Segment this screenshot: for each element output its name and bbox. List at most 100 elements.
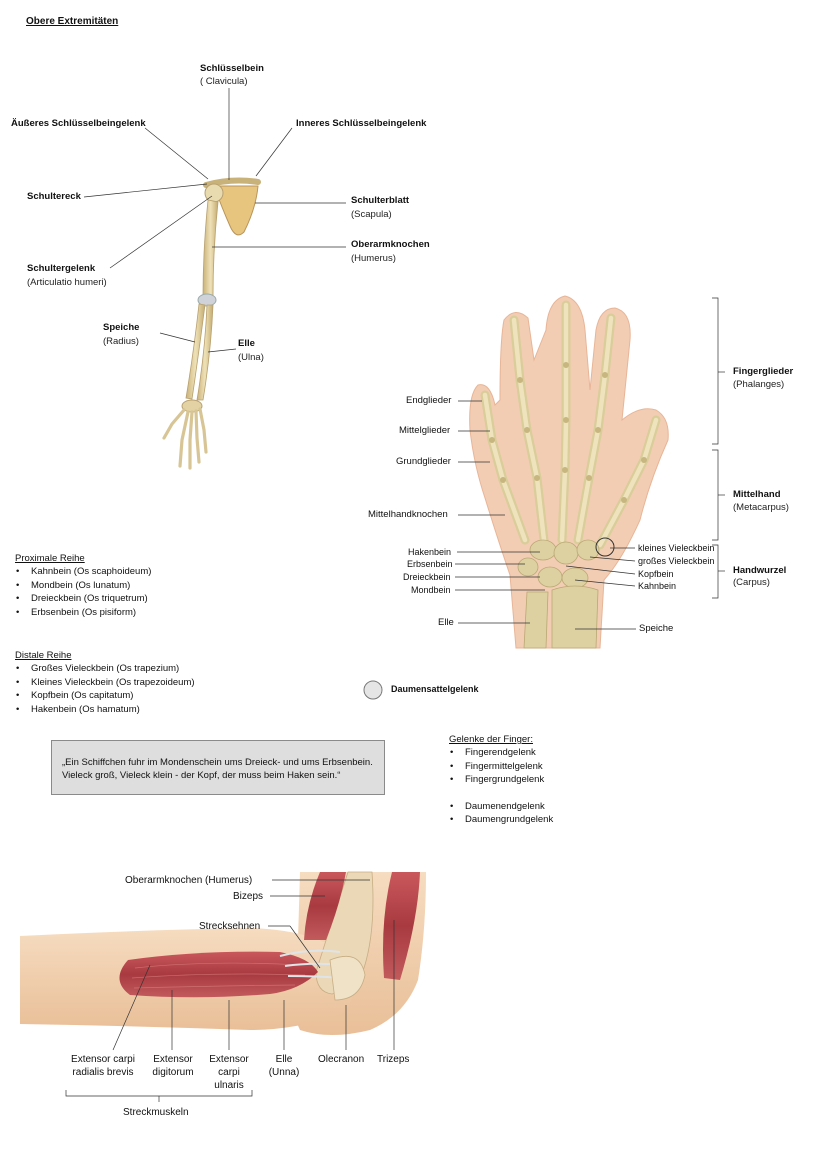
distal-list: Großes Vieleckbein (Os trapezium) Kleine…: [15, 662, 195, 717]
label-olecranon: Olecranon: [318, 1054, 365, 1065]
distal-heading: Distale Reihe: [15, 650, 72, 661]
proximal-heading: Proximale Reihe: [15, 553, 85, 564]
list-item: Daumenendgelenk: [450, 800, 553, 814]
label-dreieckbein: Dreieckbein: [403, 572, 451, 582]
label-arm-elle: Elle (Unna): [264, 1053, 304, 1079]
list-item: Kopfbein (Os capitatum): [16, 689, 195, 703]
label-kopfbein: Kopfbein: [638, 569, 674, 579]
label-grosses-vieleckbein: großes Vieleckbein: [638, 556, 715, 566]
hand-illustration: [469, 295, 669, 649]
finger-joints-heading: Gelenke der Finger:: [449, 734, 533, 745]
mnemonic-line-2: Vieleck groß, Vieleck klein - der Kopf, …: [62, 770, 341, 781]
label-kleines-vieleckbein: kleines Vieleckbein: [638, 543, 715, 553]
label-mittelglieder: Mittelglieder: [399, 425, 451, 436]
label-metacarpus: Mittelhand: [733, 489, 781, 500]
label-erbsenbein: Erbsenbein: [407, 559, 453, 569]
proximal-section: Proximale Reihe Kahnbein (Os scaphoideum…: [15, 552, 151, 619]
label-radius: Speiche: [103, 322, 140, 333]
label-hand-elle: Elle: [438, 617, 454, 628]
list-item: Fingergrundgelenk: [450, 773, 553, 787]
finger-joints-list: Fingerendgelenk Fingermittelgelenk Finge…: [449, 746, 553, 787]
label-ed: Extensor digitorum: [145, 1053, 201, 1079]
thumb-joints-list: Daumenendgelenk Daumengrundgelenk: [449, 800, 553, 827]
carpal-bones: [517, 539, 600, 589]
label-arm-humerus: Oberarmknochen (Humerus): [125, 875, 253, 886]
label-strecksehnen: Strecksehnen: [199, 921, 261, 932]
label-phalanges: Fingerglieder: [733, 366, 794, 377]
label-streckmuskeln: Streckmuskeln: [123, 1107, 189, 1118]
label-hand-speiche: Speiche: [639, 623, 674, 634]
label-inner-joint: Inneres Schlüsselbeingelenk: [296, 118, 427, 129]
humerus-bone: [202, 199, 219, 297]
finger-joints-section: Gelenke der Finger: Fingerendgelenk Fing…: [449, 733, 553, 827]
list-item: Daumengrundgelenk: [450, 813, 553, 827]
label-outer-joint: Äußeres Schlüsselbeingelenk: [11, 118, 146, 129]
label-radius-latin: (Radius): [103, 336, 139, 347]
label-carpus: Handwurzel: [733, 565, 787, 576]
arm-muscle-illustration: [20, 871, 426, 1035]
clavicle-bone: [203, 177, 261, 188]
label-carpus-latin: (Carpus): [733, 577, 770, 588]
legend-circle-icon: [363, 680, 383, 700]
legend-daumensattelgelenk: Daumensattelgelenk: [391, 684, 479, 694]
list-item: Großes Vieleckbein (Os trapezium): [16, 662, 195, 676]
label-scapula-latin: (Scapula): [351, 209, 392, 220]
list-item: Dreieckbein (Os triquetrum): [16, 592, 151, 606]
label-grundglieder: Grundglieder: [396, 456, 451, 467]
distal-section: Distale Reihe Großes Vieleckbein (Os tra…: [15, 649, 195, 716]
label-ecrb-line1: Extensor carpi: [71, 1054, 135, 1065]
list-item: Erbsenbein (Os pisiform): [16, 606, 151, 620]
list-item: Fingerendgelenk: [450, 746, 553, 760]
proximal-list: Kahnbein (Os scaphoideum) Mondbein (Os l…: [15, 565, 151, 619]
label-humerus-latin: (Humerus): [351, 253, 396, 264]
triceps-muscle: [383, 872, 420, 980]
label-metacarpus-latin: (Metacarpus): [733, 502, 789, 513]
saddle-joint-marker: [595, 537, 615, 557]
hand-joints: [489, 362, 647, 503]
label-ed-line1: Extensor: [153, 1054, 193, 1065]
label-trizeps: Trizeps: [377, 1054, 410, 1065]
list-item: Kahnbein (Os scaphoideum): [16, 565, 151, 579]
label-ulna-latin: (Ulna): [238, 352, 264, 363]
hand-ulna: [523, 591, 549, 649]
hand-leader-lines: [455, 297, 725, 630]
list-item: Kleines Vieleckbein (Os trapezoideum): [16, 676, 194, 690]
label-bizeps: Bizeps: [233, 891, 264, 902]
label-mondbein: Mondbein: [411, 585, 451, 595]
skeleton-fingers: [162, 407, 208, 470]
label-hakenbein: Hakenbein: [408, 547, 452, 557]
ulna-bone: [196, 304, 214, 401]
label-clavicula: Schlüsselbein: [200, 63, 264, 74]
list-item: Fingermittelgelenk: [450, 760, 553, 774]
label-mittelhandknochen: Mittelhandknochen: [368, 509, 448, 520]
label-humerus: Oberarmknochen: [351, 239, 430, 250]
page-title: Obere Extremitäten: [26, 16, 119, 27]
label-shoulder-joint-latin: (Articulatio humeri): [27, 277, 107, 288]
arm-leader-lines: [65, 879, 395, 1102]
label-phalanges-latin: (Phalanges): [733, 379, 785, 390]
label-ecu-line3: ulnaris: [214, 1080, 244, 1091]
scapula-bone: [213, 185, 259, 236]
label-ecrb-line2: radialis brevis: [72, 1067, 134, 1078]
label-shoulder-joint: Schultergelenk: [27, 263, 96, 274]
mnemonic-line-1: „Ein Schiffchen fuhr im Mondenschein ums…: [62, 757, 373, 768]
label-arm-elle-line2: (Unna): [268, 1067, 300, 1078]
mnemonic-box: „Ein Schiffchen fuhr im Mondenschein ums…: [51, 740, 385, 795]
skeleton-leader-lines: [83, 88, 346, 353]
label-clavicula-latin: ( Clavicula): [200, 76, 248, 87]
radius-bone: [185, 303, 206, 400]
label-ecu-line2: carpi: [218, 1067, 240, 1078]
list-item: Hakenbein (Os hamatum): [16, 703, 195, 717]
label-ed-line2: digitorum: [152, 1067, 194, 1078]
hand-radius: [551, 585, 599, 649]
label-shoulder-corner: Schultereck: [27, 191, 81, 202]
label-endglieder: Endglieder: [406, 395, 452, 406]
label-scapula: Schulterblatt: [351, 195, 410, 206]
label-ecu-line1: Extensor: [209, 1054, 249, 1065]
biceps-muscle: [304, 872, 346, 940]
label-arm-elle-line1: Elle: [275, 1054, 293, 1065]
list-item: Mondbein (Os lunatum): [16, 579, 151, 593]
label-kahnbein: Kahnbein: [638, 581, 677, 591]
olecranon-bone: [329, 956, 366, 1001]
